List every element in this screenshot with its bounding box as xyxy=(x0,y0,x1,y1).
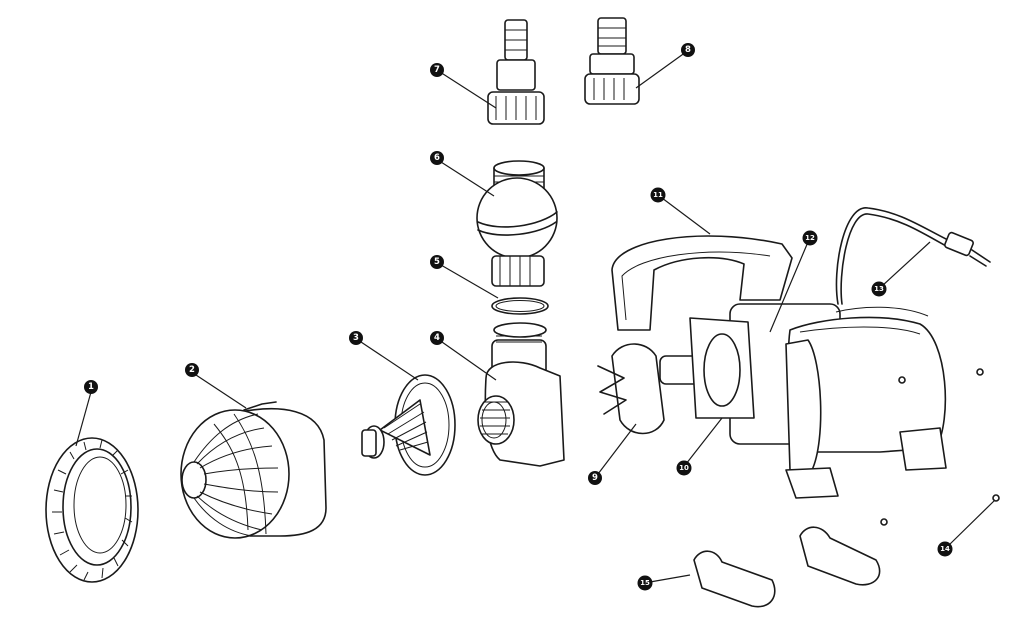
callout-14-label: 14 xyxy=(940,545,950,553)
part-strainer-cage xyxy=(180,401,327,539)
callout-2-label: 2 xyxy=(189,365,195,375)
part-ball-joint xyxy=(476,160,558,287)
callout-8-label: 8 xyxy=(685,45,691,55)
callout-6: 6 xyxy=(430,151,444,165)
callout-10: 10 xyxy=(676,460,692,476)
callout-9: 9 xyxy=(588,471,602,485)
callout-7-label: 7 xyxy=(434,65,440,75)
part-volute-housing xyxy=(477,322,565,467)
callout-4: 4 xyxy=(430,331,444,345)
callout-10-label: 10 xyxy=(679,464,689,472)
callout-1-label: 1 xyxy=(88,382,94,392)
part-intake-flange xyxy=(361,374,456,476)
part-hose-barb-small xyxy=(584,17,640,105)
callout-3-label: 3 xyxy=(353,333,359,343)
callout-2: 2 xyxy=(185,363,199,377)
callout-leaders xyxy=(75,51,996,583)
callout-5-label: 5 xyxy=(434,257,440,267)
callout-9-label: 9 xyxy=(592,473,598,483)
callout-11-label: 11 xyxy=(653,191,663,199)
callout-15-label: 15 xyxy=(640,579,650,587)
callout-4-label: 4 xyxy=(434,333,440,343)
callout-6-label: 6 xyxy=(434,153,440,163)
callout-14: 14 xyxy=(937,541,953,557)
callout-5: 5 xyxy=(430,255,444,269)
callout-11: 11 xyxy=(650,187,666,203)
callout-3: 3 xyxy=(349,331,363,345)
part-motor-assembly xyxy=(597,207,1000,608)
callout-badges: 1 2 3 4 5 6 7 8 9 10 11 12 13 14 15 xyxy=(84,43,953,591)
part-hose-barb-large xyxy=(487,19,545,125)
callout-7: 7 xyxy=(430,63,444,77)
callout-13-label: 13 xyxy=(874,285,884,293)
callout-13: 13 xyxy=(871,281,887,297)
callout-15: 15 xyxy=(637,575,653,591)
callout-12: 12 xyxy=(802,230,818,246)
callout-1: 1 xyxy=(84,380,98,394)
part-o-ring xyxy=(491,297,549,315)
part-front-ring xyxy=(45,437,139,583)
callout-12-label: 12 xyxy=(805,234,815,242)
callout-8: 8 xyxy=(681,43,695,57)
